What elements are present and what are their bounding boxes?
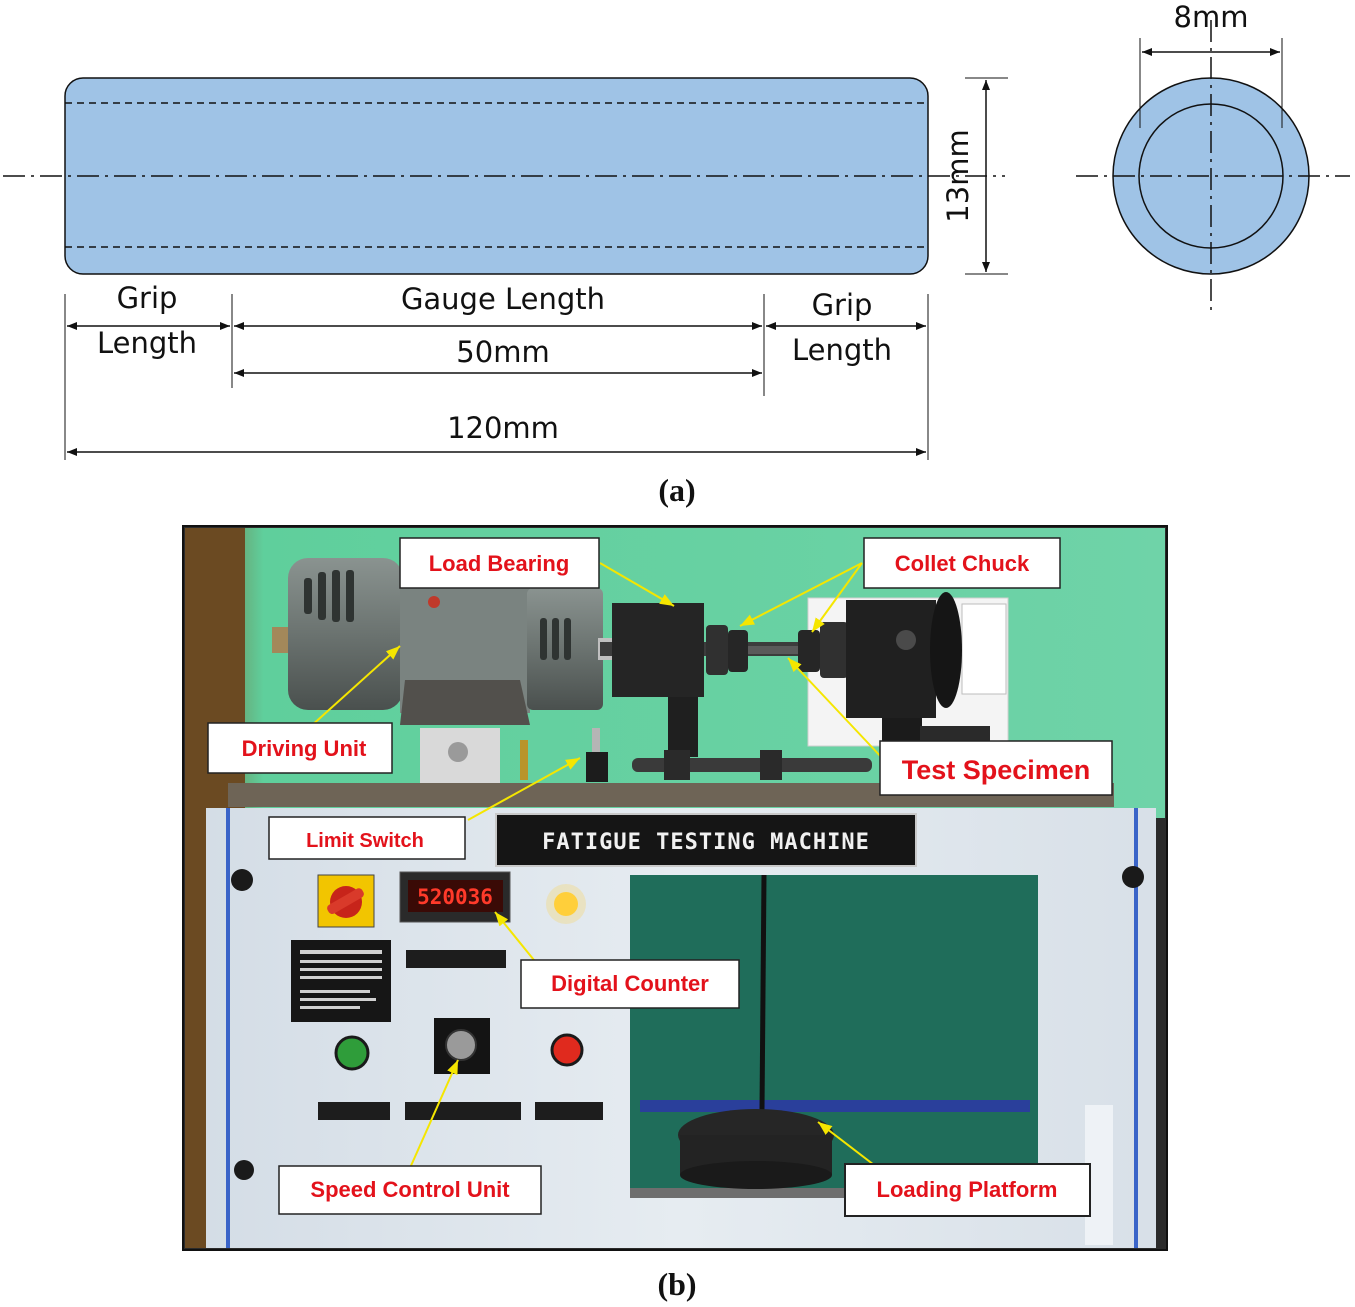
svg-text:Driving Unit: Driving Unit xyxy=(242,736,367,761)
motor-stop-button xyxy=(550,1033,584,1067)
callout-collet-chuck: Collet Chuck xyxy=(863,537,1061,589)
grip-left-label-1: Grip xyxy=(117,281,178,315)
svg-text:Collet Chuck: Collet Chuck xyxy=(895,551,1030,576)
grip-left-label-2: Length xyxy=(97,326,197,360)
callout-arrows xyxy=(309,562,885,1169)
indicator-lamp xyxy=(554,892,578,916)
machine-nameplate xyxy=(495,813,917,867)
collet-chuck-block xyxy=(846,600,936,718)
svg-text:Speed Control Unit: Speed Control Unit xyxy=(310,1177,510,1202)
machine-photo: FATIGUE TESTING MACHINE 520036 xyxy=(182,525,1168,1251)
caption-b: (b) xyxy=(657,1266,696,1302)
callout-digital-counter: Digital Counter xyxy=(520,959,740,1009)
machine-nameplate-text: FATIGUE TESTING MACHINE xyxy=(542,830,870,855)
dim-inner-diameter-label: 8mm xyxy=(1174,0,1249,34)
load-bearing-block xyxy=(612,603,704,697)
speed-knob xyxy=(445,1029,477,1061)
callout-limit-switch: Limit Switch xyxy=(268,816,466,860)
svg-text:Limit Switch: Limit Switch xyxy=(306,830,424,852)
callout-loading-platform: Loading Platform xyxy=(844,1163,1091,1217)
svg-text:Digital Counter: Digital Counter xyxy=(551,971,709,996)
svg-text:Loading Platform: Loading Platform xyxy=(877,1177,1058,1202)
dim-outer-diameter-label: 13mm xyxy=(941,129,975,222)
digital-counter-value: 520036 xyxy=(417,885,493,909)
total-length-label: 120mm xyxy=(447,411,559,445)
callout-test-specimen: Test Specimen xyxy=(879,740,1113,796)
grip-right-label-1: Grip xyxy=(812,288,873,322)
svg-text:Load Bearing: Load Bearing xyxy=(429,551,570,576)
callout-driving-unit: Driving Unit xyxy=(207,722,393,774)
motor xyxy=(272,558,618,783)
callout-speed-control-unit: Speed Control Unit xyxy=(278,1165,542,1215)
limit-switch xyxy=(586,752,608,782)
test-specimen-bar xyxy=(748,646,808,654)
caption-a: (a) xyxy=(658,472,695,508)
gauge-length-label: Gauge Length xyxy=(401,282,605,316)
motor-start-button xyxy=(334,1035,370,1071)
specimen-end-view: 8mm xyxy=(1076,0,1350,310)
gauge-length-value: 50mm xyxy=(456,335,549,369)
specimen-drawing: 13mm Grip Length Gauge Length 50mm Grip … xyxy=(3,0,1350,508)
grip-right-label-2: Length xyxy=(792,333,892,367)
svg-text:Test Specimen: Test Specimen xyxy=(902,755,1091,785)
callout-load-bearing: Load Bearing xyxy=(399,537,600,589)
